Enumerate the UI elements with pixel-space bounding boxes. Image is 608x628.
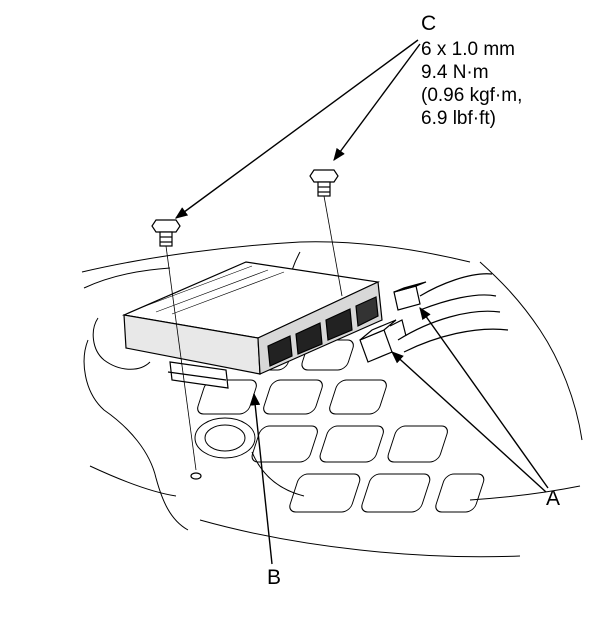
bolt-size-text: 6 x 1.0 mm xyxy=(421,39,515,60)
leader-c-right xyxy=(333,43,421,162)
callout-b: B xyxy=(267,566,282,589)
bolt-c-left xyxy=(151,219,202,480)
leader-a-upper xyxy=(419,306,549,489)
callout-c: C xyxy=(421,12,437,35)
wire-harness xyxy=(397,273,509,353)
leader-b xyxy=(250,392,273,565)
callout-a: A xyxy=(546,487,561,510)
connectors-a xyxy=(359,281,427,363)
bolt-c-right xyxy=(309,169,343,297)
control-module-b xyxy=(121,261,383,389)
leader-a-lower xyxy=(391,351,547,493)
torque-nm-text: 9.4 N·m xyxy=(421,62,489,83)
floor-panel xyxy=(81,241,583,558)
torque-spec: 6 x 1.0 mm 9.4 N·m (0.96 kgf·m, 6.9 lbf·… xyxy=(421,38,522,130)
leader-c-left xyxy=(174,39,419,219)
torque-kgfm-text: (0.96 kgf·m, xyxy=(421,85,523,106)
leader-lines xyxy=(174,39,549,565)
torque-lbfft-text: 6.9 lbf·ft) xyxy=(421,108,496,129)
